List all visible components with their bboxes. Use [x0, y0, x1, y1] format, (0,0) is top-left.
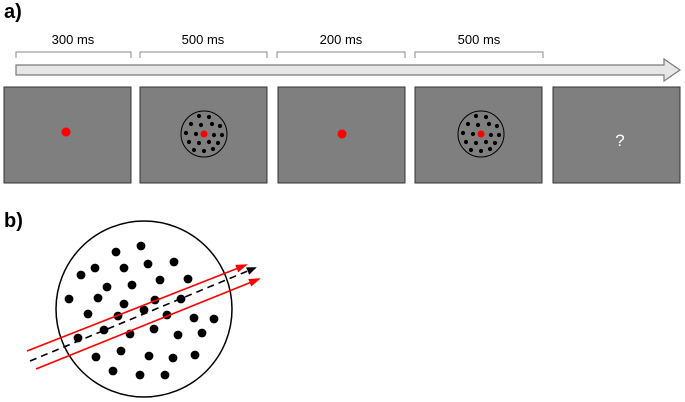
large-cloud-dot-1	[111, 247, 121, 257]
duration-label-3: 200 ms	[320, 32, 363, 47]
large-cloud-dot-35	[135, 370, 145, 380]
response-arrow-upper	[26, 264, 248, 352]
large-cloud-dot-6	[169, 257, 179, 267]
large-dot-cloud	[64, 241, 219, 380]
cloud-2-dot-16	[478, 148, 484, 154]
cloud-1-dot-12	[196, 140, 202, 146]
panel-b-label: b)	[4, 210, 23, 232]
cloud-1-dot-17	[210, 146, 216, 152]
cloud-2-dot-6	[494, 123, 500, 129]
cloud-2-dot-13	[483, 139, 489, 145]
cloud-1-dot-1	[196, 113, 202, 119]
large-cloud-dot-16	[176, 294, 186, 304]
large-cloud-dot-26	[149, 324, 159, 334]
panel-a-label: a)	[4, 1, 22, 23]
large-cloud-dot-14	[119, 299, 129, 309]
cloud-2-dot-7	[460, 130, 466, 136]
cloud-1-dot-15	[191, 147, 197, 153]
question-mark: ?	[615, 131, 624, 150]
large-cloud-dot-13	[93, 293, 103, 303]
cloud-1-dot-11	[186, 139, 192, 145]
large-cloud-dot-31	[144, 351, 154, 361]
response-arrow-lower	[35, 278, 261, 370]
duration-bracket-4	[414, 51, 544, 58]
screen-response	[552, 86, 681, 184]
large-cloud-dot-9	[127, 280, 137, 290]
mean-direction-arrow	[29, 267, 257, 362]
large-cloud-dot-36	[160, 370, 170, 380]
cloud-1-dot-8	[193, 131, 199, 137]
fixation-dot-2	[337, 129, 347, 139]
large-cloud-dot-30	[116, 346, 126, 356]
cloud-2-dot-14	[492, 140, 498, 146]
large-cloud-dot-12	[64, 294, 74, 304]
cloud-1-dot-9	[211, 132, 217, 138]
large-cloud-dot-5	[143, 259, 153, 269]
cloud-1-dot-13	[206, 139, 212, 145]
large-cloud-dot-29	[91, 352, 101, 362]
cloud-1-dot-2	[206, 114, 212, 120]
cloud-2-dot-4	[475, 122, 481, 128]
dot-cloud-fixation-1	[200, 130, 208, 138]
cloud-2-dot-10	[496, 132, 502, 138]
screens-row: ?	[3, 86, 681, 184]
cloud-2-dot-9	[488, 132, 494, 138]
cloud-1-dot-7	[183, 130, 189, 136]
large-cloud-dot-27	[173, 330, 183, 340]
cloud-1-dot-3	[188, 121, 194, 127]
duration-bracket-3	[276, 51, 406, 58]
dot-cloud-aperture-2	[457, 110, 505, 158]
duration-label-2: 500 ms	[182, 32, 225, 47]
large-cloud-dot-11	[183, 274, 193, 284]
cloud-1-dot-16	[201, 148, 207, 154]
large-cloud-dot-17	[83, 309, 93, 319]
cloud-1-dot-5	[209, 121, 215, 127]
cloud-2-dot-11	[463, 139, 469, 145]
large-cloud-dot-2	[136, 241, 146, 251]
duration-label-4: 500 ms	[458, 32, 501, 47]
large-cloud-dot-33	[190, 350, 200, 360]
large-cloud-dot-7	[76, 270, 86, 280]
cloud-1-dot-14	[215, 140, 221, 146]
fixation-dot-1	[61, 127, 71, 137]
dot-cloud-1	[183, 113, 225, 154]
large-cloud-dot-8	[102, 282, 112, 292]
cloud-2-dot-17	[487, 146, 493, 152]
cloud-2-dot-5	[486, 121, 492, 127]
cloud-1-dot-6	[217, 123, 223, 129]
large-cloud-dot-4	[119, 263, 129, 273]
large-cloud-dot-28	[197, 328, 207, 338]
large-cloud-dot-32	[168, 353, 178, 363]
large-cloud-dot-3	[90, 263, 100, 273]
large-cloud-dot-24	[99, 325, 109, 335]
large-cloud-dot-10	[155, 275, 165, 285]
cloud-2-dot-12	[473, 140, 479, 146]
duration-bracket-2	[139, 51, 268, 58]
dot-cloud-2	[460, 113, 502, 154]
cloud-1-dot-4	[198, 122, 204, 128]
cloud-2-dot-1	[473, 113, 479, 119]
cloud-2-dot-8	[470, 131, 476, 137]
dot-cloud-fixation-2	[477, 130, 485, 138]
dot-cloud-aperture-1	[180, 110, 228, 158]
large-cloud-dot-21	[189, 313, 199, 323]
large-cloud-dot-34	[108, 366, 118, 376]
cloud-2-dot-3	[465, 121, 471, 127]
cloud-1-dot-10	[219, 132, 225, 138]
duration-label-1: 300 ms	[52, 32, 95, 47]
timeline-arrow	[15, 57, 682, 83]
duration-bracket-1	[15, 51, 132, 58]
cloud-2-dot-15	[468, 147, 474, 153]
large-cloud-dot-22	[209, 314, 219, 324]
cloud-2-dot-2	[483, 114, 489, 120]
